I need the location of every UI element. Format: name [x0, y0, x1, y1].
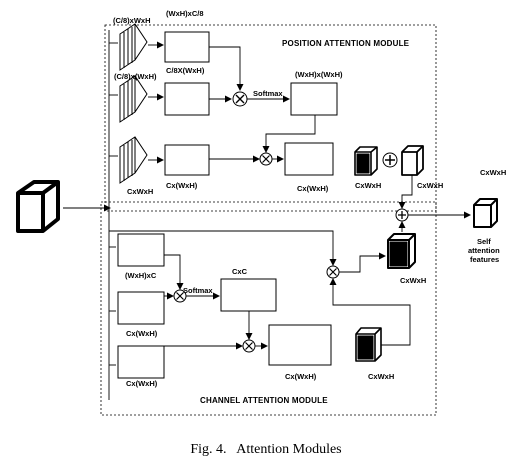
- reshape1-label: (WxH)xC/8: [166, 9, 204, 18]
- residual-cube-icon: [401, 145, 424, 176]
- reshape3-label: Cx(WxH): [166, 181, 198, 190]
- reshape-box-1: [164, 31, 210, 63]
- channel-reshape-box-1: [117, 233, 165, 267]
- channel-reshape-box-2: [117, 291, 165, 325]
- softmax-label: Softmax: [253, 89, 283, 98]
- reshape-box-3: [164, 144, 210, 176]
- channel-b1-label: (WxH)xC: [125, 271, 157, 280]
- conv1-label: (C/8)xWxH: [113, 16, 151, 25]
- reshape2-label: C/8X(WxH): [166, 66, 205, 75]
- position-module-frame: [104, 24, 437, 212]
- output-label-line3: features: [470, 255, 499, 264]
- spatial-attn-label: (WxH)x(WxH): [295, 70, 343, 79]
- reshape-box-2: [164, 82, 210, 116]
- channel-module-frame: [100, 201, 437, 416]
- channel-attn-label: CxC: [232, 267, 248, 276]
- channel-reshape-box-3: [117, 345, 165, 379]
- conv-block-icon: [119, 136, 148, 184]
- input-feature-cube-icon: [16, 180, 60, 233]
- channel-result-label: Cx(WxH): [285, 372, 317, 381]
- position-cube-label: CxWxH: [355, 181, 381, 190]
- channel-output-cube-icon: [355, 327, 382, 362]
- conv-block-icon: [119, 23, 148, 71]
- channel-result-box: [268, 324, 332, 366]
- spatial-attention-map-box: [290, 82, 338, 116]
- conv2-label: (C/8)x(WxH): [114, 72, 157, 81]
- self-attention-features-cube-icon: [473, 198, 498, 228]
- channel-cube-top-label: CxWxH: [400, 276, 426, 285]
- channel-attention-map-box: [220, 278, 277, 312]
- channel-b3-label: Cx(WxH): [126, 379, 158, 388]
- channel-cube-bottom-label: CxWxH: [368, 372, 394, 381]
- conv3-label: CxWxH: [127, 187, 153, 196]
- position-result-label: Cx(WxH): [297, 184, 329, 193]
- position-result-box: [284, 142, 334, 176]
- conv-block-icon: [119, 75, 148, 123]
- channel-softmax-label: Softmax: [183, 286, 213, 295]
- output-dims-label: CxWxH: [480, 168, 506, 177]
- output-label-line2: attention: [468, 246, 500, 255]
- position-output-cube-icon: [354, 146, 378, 176]
- channel-sum-cube-icon: [387, 233, 416, 269]
- position-sum-label: CxWxH: [417, 181, 443, 190]
- figure-caption: Fig. 4. Attention Modules: [190, 442, 341, 457]
- position-module-title: POSITION ATTENTION MODULE: [282, 39, 410, 48]
- channel-b2-label: Cx(WxH): [126, 329, 158, 338]
- channel-module-title: CHANNEL ATTENTION MODULE: [200, 396, 328, 405]
- output-label-line1: Self: [477, 237, 491, 246]
